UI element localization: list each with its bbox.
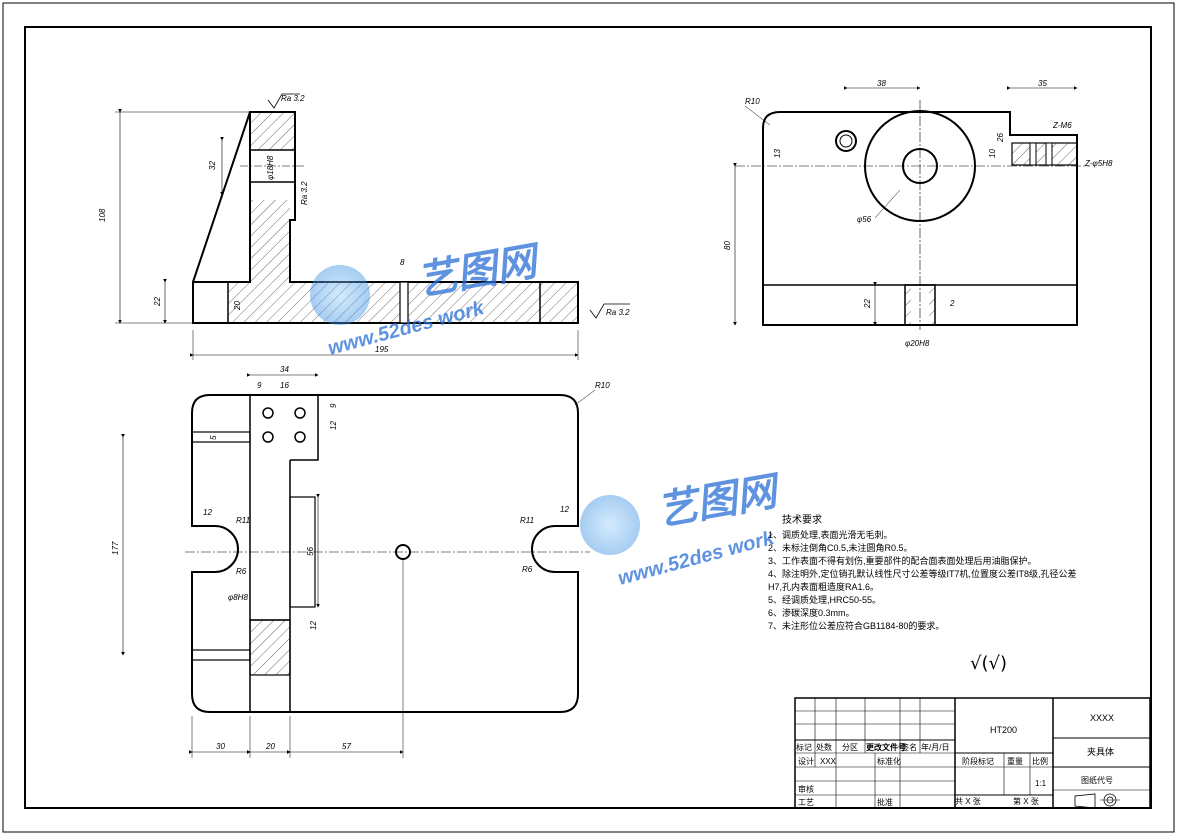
dim-30: 30	[216, 742, 225, 751]
dim-177: 177	[111, 541, 120, 555]
dim-hole-phi18: φ18H8	[266, 155, 275, 180]
dim-r10-side: R10	[745, 97, 760, 106]
roughness-right: Ra 3.2	[606, 308, 630, 317]
dim-80: 80	[723, 241, 732, 250]
dim-22-side: 22	[863, 299, 872, 309]
note-item: 7、未注形位公差应符合GB1184-80的要求。	[768, 620, 944, 631]
hdr-date: 年/月/日	[921, 742, 949, 752]
dim-57: 57	[342, 742, 351, 751]
dim-20: 20	[233, 301, 242, 311]
roughness-side: Ra 3.2	[300, 181, 309, 205]
company: XXXX	[1090, 713, 1114, 723]
stage-mark: 阶段标记	[962, 756, 994, 766]
dim-9: 9	[257, 381, 262, 390]
dim-56: 56	[306, 547, 315, 556]
general-roughness: √(√)	[970, 653, 1007, 674]
label-review: 审核	[798, 784, 814, 794]
globe-logo-icon	[310, 265, 370, 325]
material: HT200	[990, 725, 1017, 735]
label-standardize: 标准化	[877, 756, 901, 766]
dim-38: 38	[877, 79, 886, 88]
dim-35: 35	[1038, 79, 1047, 88]
label-approve: 批准	[877, 797, 893, 807]
dim-phi8: φ8H8	[228, 593, 248, 602]
dim-108: 108	[98, 208, 107, 222]
dim-12c: 12	[560, 505, 569, 514]
label-process: 工艺	[798, 798, 814, 807]
dim-16: 16	[280, 381, 289, 390]
dim-r10-top: R10	[595, 381, 610, 390]
dim-10: 10	[988, 149, 997, 158]
label-design: 设计	[798, 756, 814, 766]
hdr-count: 处数	[816, 742, 832, 752]
watermark-brand: 艺图网	[654, 468, 786, 535]
scale-value: 1:1	[1035, 779, 1047, 788]
note-item: 6、渗碳深度0.3mm。	[768, 607, 855, 618]
hdr-doc: 更改文件号	[866, 742, 906, 752]
roughness-top: Ra 3.2	[281, 94, 305, 103]
dim-12d: 12	[309, 621, 318, 630]
dim-22: 22	[153, 297, 162, 307]
part-name: 夹具体	[1087, 746, 1114, 757]
total-sheets: 共 X 张	[955, 797, 981, 806]
inner-frame	[24, 26, 1152, 809]
weight: 重量	[1007, 756, 1023, 766]
hdr-zone: 分区	[842, 743, 858, 752]
dim-13: 13	[773, 149, 782, 158]
note-item: 3、工作表面不得有划伤,重要部件的配合面表面处理后用油脂保护。	[768, 555, 1037, 566]
note-item: H7,孔内表面粗造度RA1.6。	[768, 581, 879, 592]
top-view: 34 9 16 9 12 R10 5 12 R11 R6 R11 R6 12 1…	[111, 365, 610, 758]
dim-12b: 12	[203, 508, 212, 517]
hdr-sign: 签名	[901, 742, 917, 752]
dim-26: 26	[996, 133, 1005, 143]
watermark-2: 艺图网 www.52des work	[580, 468, 786, 590]
dim-r6-left: R6	[236, 567, 247, 576]
title-block: 标记 处数 分区 更改文件号 签名 年/月/日 设计 XXX 标准化 审核 工艺…	[794, 697, 1151, 809]
hdr-mark: 标记	[796, 742, 812, 752]
section-zphi: Z-φ5H8	[1084, 159, 1113, 168]
dim-9b: 9	[329, 403, 338, 408]
note-item: 5、经调质处理,HRC50-55。	[768, 594, 881, 605]
drawing-no: 图纸代号	[1081, 775, 1113, 785]
technical-notes: 技术要求 1、调质处理,表面光滑无毛刺。 2、未标注倒角C0.5,未注圆角R0.…	[768, 513, 1077, 631]
dim-r6-right: R6	[522, 565, 533, 574]
globe-logo-icon	[580, 495, 640, 555]
dim-r11-right: R11	[520, 516, 534, 525]
note-item: 2、未标注倒角C0.5,未注圆角R0.5。	[768, 542, 913, 553]
sheet-no: 第 X 张	[1013, 796, 1039, 806]
dim-2: 2	[949, 299, 955, 308]
note-item: 1、调质处理,表面光滑无毛刺。	[768, 529, 893, 540]
side-view: 38 35 R10 13 26 10 80 22 φ56 2 φ20H8 Z-M…	[723, 79, 1113, 348]
dim-20-top: 20	[265, 742, 275, 751]
design-value: XXX	[820, 757, 837, 766]
dim-32: 32	[208, 161, 217, 170]
dim-phi56: φ56	[857, 215, 872, 224]
notes-heading: 技术要求	[782, 513, 822, 526]
front-view: 108 22 32 φ18H8 20 8 195 Ra 3.2 Ra 3.2 R…	[98, 93, 630, 360]
dim-195: 195	[375, 345, 389, 354]
note-item: 4、除注明外,定位销孔默认线性尺寸公差等级IT7机,位置度公差IT8级,孔径公差	[768, 568, 1077, 579]
scale: 比例	[1032, 756, 1048, 766]
dim-8: 8	[400, 258, 405, 267]
dim-34: 34	[280, 365, 289, 374]
dim-12a: 12	[329, 421, 338, 430]
section-zm6: Z-M6	[1052, 121, 1072, 130]
watermark-site: www.52des work	[616, 527, 778, 590]
projection-symbol-icon	[1074, 793, 1120, 809]
dim-r11-left: R11	[236, 516, 250, 525]
dim-bottom-hole: φ20H8	[905, 339, 930, 348]
dim-5: 5	[209, 435, 218, 440]
